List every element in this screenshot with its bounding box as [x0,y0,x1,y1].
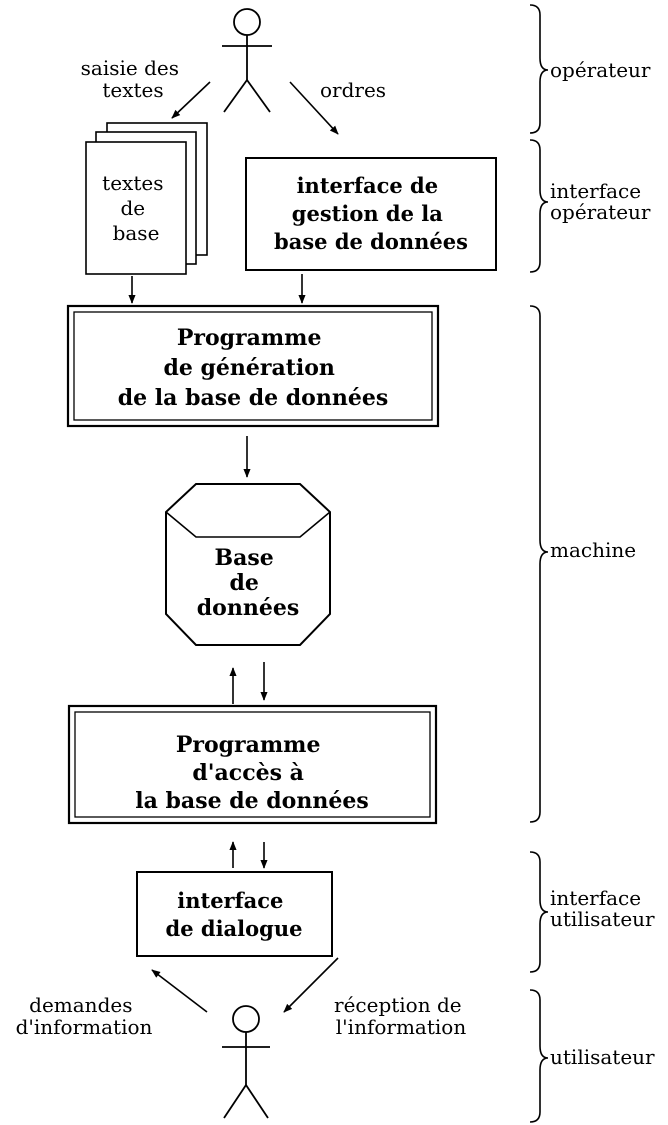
to-generation-arrows [128,274,306,304]
operator-arrows [171,81,339,135]
database-top-edge [165,511,331,538]
label-orders: ordres [320,78,386,102]
base-texts-document [85,122,208,275]
access-program-label: Programme d'accès à la base de données [135,732,368,814]
dialog-interface-box [136,871,333,957]
layer-operator-interface: interface opérateur [550,179,651,224]
layer-user-interface: interface utilisateur [550,886,655,931]
base-texts-label: textes de base [102,171,170,245]
access-program-box [67,704,438,825]
generation-program-box [66,304,440,428]
access-dialog-arrows [229,841,268,869]
db-access-arrows [229,662,268,704]
layer-machine: machine [550,538,636,562]
management-interface-box [245,157,497,271]
operator-figure [222,8,272,113]
label-text-input: saisie des textes [81,56,186,102]
layer-braces [529,4,549,1123]
user-figure [222,1005,270,1119]
layer-operator: opérateur [550,58,651,82]
user-arrows [151,957,339,1013]
database-shape [165,483,331,646]
label-information-reception: réception de l'information [334,993,468,1039]
database-label: Base de données [197,545,299,621]
layer-user: utilisateur [550,1045,655,1069]
generation-program-label: Programme de génération de la base de do… [118,325,388,411]
label-information-requests: demandes d'information [16,993,153,1039]
dialog-interface-label: interface de dialogue [166,888,303,941]
management-interface-label: interface de gestion de la base de donné… [274,173,468,254]
